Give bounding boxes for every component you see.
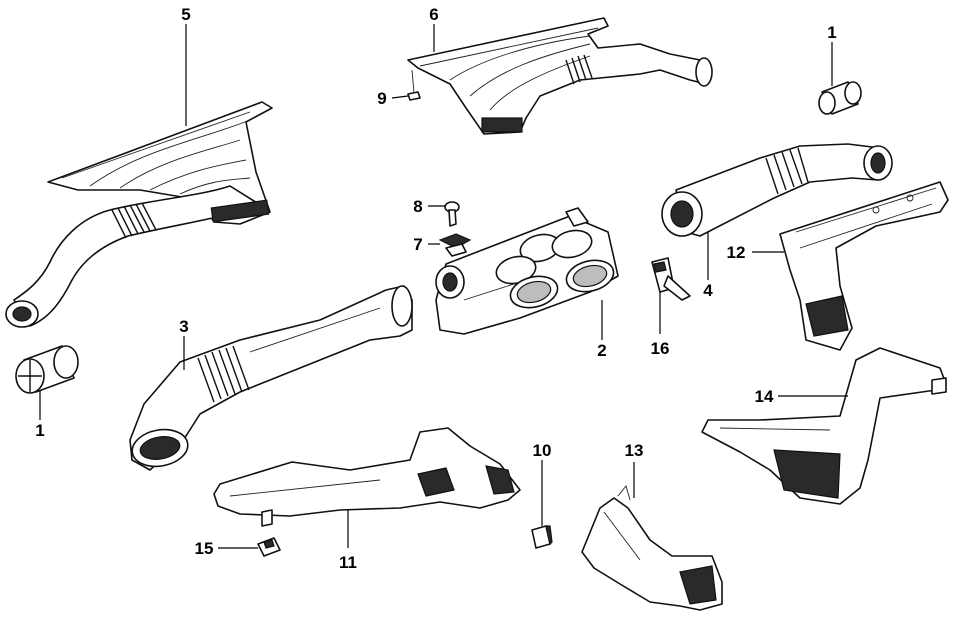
part-9-screw [407,69,421,101]
callout-13: 13 [625,441,644,460]
callout-16: 16 [651,339,670,358]
part-5-left-defroster-duct [5,101,273,328]
callout-8: 8 [413,197,422,216]
part-15-clip [257,537,281,557]
part-7-clip-nut [438,233,472,257]
callout-1-lower: 1 [35,421,44,440]
callout-4: 4 [703,281,713,300]
leader-9 [391,95,409,99]
callout-5: 5 [181,5,190,24]
part-1-round-vent-lower [15,345,79,394]
callout-labels: 1 1 2 3 4 5 6 7 8 9 10 11 12 13 14 15 16 [35,5,836,572]
part-10-block [531,525,553,549]
part-1-grommet-upper [818,81,862,115]
part-13-elbow-duct [581,485,723,611]
callout-6: 6 [429,5,438,24]
callout-10: 10 [533,441,552,460]
leader-lines [39,24,848,549]
part-14-rear-duct [701,347,947,505]
part-6-center-defroster-duct [407,17,713,135]
part-8-bolt [444,201,460,227]
callout-14: 14 [755,387,774,406]
part-3-large-duct [129,285,413,471]
callout-1-upper: 1 [827,23,836,42]
part-2-center-vent-housing [435,207,619,335]
callout-12: 12 [727,243,746,262]
part-11-floor-duct [213,427,521,527]
part-12-right-duct [779,181,949,351]
callout-15: 15 [195,539,214,558]
callout-3: 3 [179,317,188,336]
callout-11: 11 [339,553,357,572]
callout-7: 7 [413,235,422,254]
callout-9: 9 [377,89,386,108]
part-16-clip [651,257,691,301]
part-4-side-duct [661,143,893,237]
callout-2: 2 [597,341,606,360]
